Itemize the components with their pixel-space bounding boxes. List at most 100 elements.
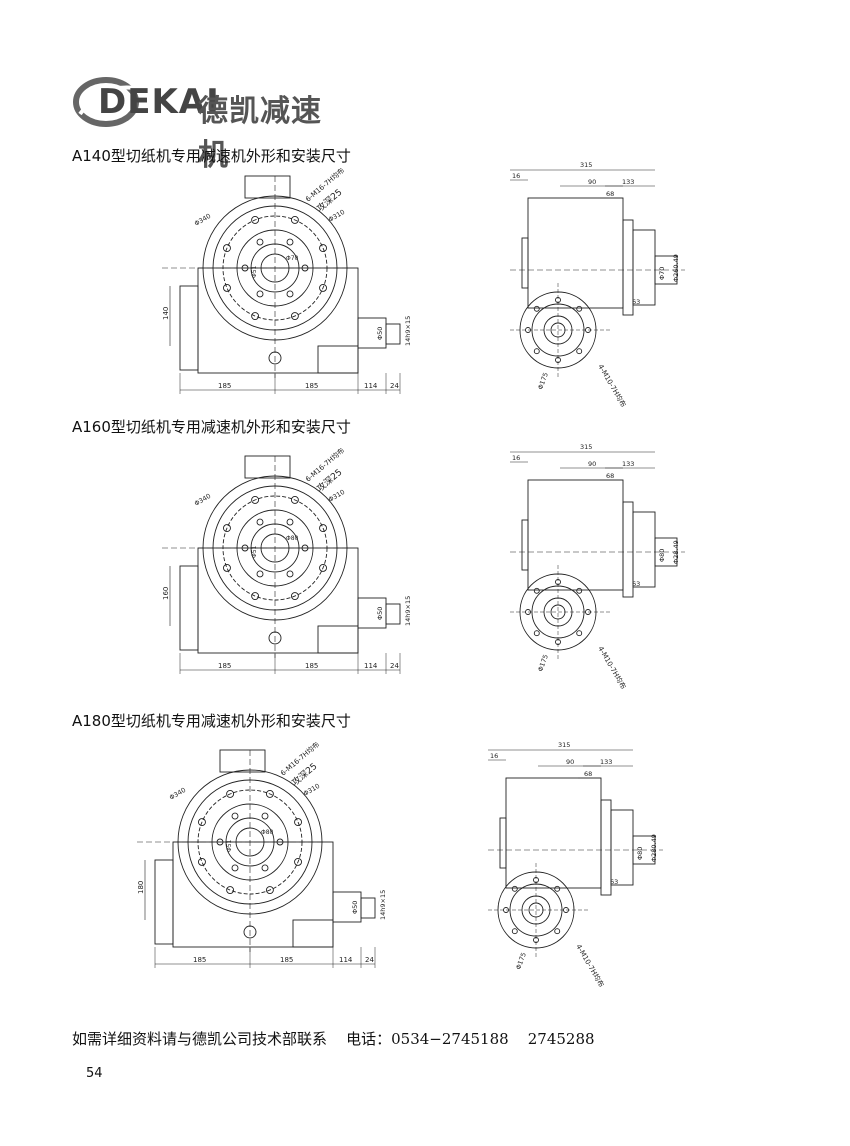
dim-label: 90 [588, 460, 596, 468]
drawing-rect [610, 809, 634, 886]
bolt-hole [223, 563, 231, 572]
dim-label: Φ50 [376, 607, 384, 620]
dim-label: 185 [218, 662, 231, 670]
drain-plug [268, 631, 282, 645]
dim-label: Φ50 [376, 327, 384, 340]
bolt-hole [511, 885, 518, 892]
bolt-hole [223, 244, 231, 253]
bolt-hole [226, 790, 235, 798]
dim-label: 114 [364, 662, 378, 670]
dim-label: 16 [512, 172, 520, 180]
dim-label: 160 [162, 587, 170, 600]
dim-label: 16 [512, 454, 520, 462]
dim-label: 14h9×15 [404, 596, 412, 626]
drawing-rect [527, 197, 624, 309]
bolt-hole [290, 216, 299, 224]
dim-label: 315 [580, 443, 592, 451]
company-logo: DEKAI 德凯减速机 [72, 74, 322, 173]
bolt-hole [576, 630, 583, 637]
bolt-hole [576, 587, 583, 594]
bolt-hole [294, 818, 302, 827]
phone-number-2: 2745288 [527, 1030, 595, 1048]
drawing-rect [527, 479, 624, 591]
drawing-rect [154, 859, 174, 945]
bolt-hole [533, 348, 540, 355]
dim-label: Φ310 [327, 488, 346, 504]
dim-label: Φ70 [286, 255, 299, 262]
bolt-hole [290, 496, 299, 504]
drawing-rect [385, 323, 401, 345]
bolt-hole [251, 592, 260, 600]
section-title-a180: A180型切纸机专用减速机外形和安装尺寸 [72, 712, 351, 730]
dim-label: 315 [580, 161, 592, 169]
bolt-hole [319, 524, 327, 533]
drawing-rect [292, 919, 334, 948]
dim-label: Φ340 [168, 786, 187, 802]
dim-label: Φ310 [327, 208, 346, 224]
thread-note: 4-M10-7H均布 [596, 645, 628, 691]
dim-label: Φ340 [193, 212, 212, 228]
phone-number: 0534−2745188 [391, 1030, 509, 1048]
tapped-hole [261, 812, 269, 820]
tapped-hole [231, 812, 239, 820]
dim-label: Φ80 [286, 535, 299, 542]
dim-label: 133 [622, 178, 634, 186]
dim-label: Φ51 [226, 839, 233, 852]
dim-label: 24 [390, 662, 399, 670]
dim-label: 90 [588, 178, 596, 186]
dim-label: 63 [632, 298, 640, 306]
logo-brand-text: DEKAI [98, 82, 220, 122]
dim-label: 185 [280, 956, 293, 964]
drawing-rect [521, 519, 529, 571]
bolt-hole [533, 587, 540, 594]
dim-label: 24 [390, 382, 399, 390]
thread-note: 4-M10-7H均布 [596, 363, 628, 409]
bolt-hole [198, 818, 206, 827]
dim-label: Φ175 [536, 653, 550, 672]
dim-label: 133 [622, 460, 634, 468]
bolt-hole [533, 305, 540, 312]
bolt-hole [290, 312, 299, 320]
dim-label: Φ80 [636, 847, 644, 860]
bolt-hole [533, 630, 540, 637]
dim-label: Φ175 [514, 951, 528, 970]
drawing-rect [360, 897, 376, 919]
bolt-hole [290, 592, 299, 600]
bolt-hole [319, 563, 327, 572]
thread-note: 4-M10-7H均布 [574, 943, 606, 989]
bolt-hole [251, 216, 260, 224]
dim-label: Φ340 [193, 492, 212, 508]
dim-label: 24 [365, 956, 374, 964]
tapped-hole [286, 238, 294, 246]
dim-label: Φ70 [658, 267, 666, 280]
dim-label: 180 [137, 881, 145, 894]
bolt-hole [294, 857, 302, 866]
drawing-rect [197, 267, 359, 374]
bolt-hole [319, 283, 327, 292]
section-title-a160: A160型切纸机专用减速机外形和安装尺寸 [72, 418, 351, 436]
dim-label: Φ51 [251, 265, 258, 278]
drain-plug [243, 925, 257, 939]
bolt-hole [511, 928, 518, 935]
dim-label: 133 [600, 758, 612, 766]
section-title-a140: A140型切纸机专用减速机外形和安装尺寸 [72, 147, 351, 165]
bolt-hole [319, 244, 327, 253]
bolt-hole [251, 496, 260, 504]
logo-swoosh-icon [73, 77, 139, 127]
tapped-hole [256, 238, 264, 246]
contact-text: 如需详细资料请与德凯公司技术部联系 [72, 1030, 328, 1048]
bolt-hole [576, 348, 583, 355]
dim-label: Φ280.49 [650, 834, 658, 862]
dim-label: 114 [339, 956, 353, 964]
dim-label: Φ260.49 [672, 254, 680, 282]
drawing-rect [219, 749, 266, 773]
drain-plug [268, 351, 282, 365]
drawing-rect [244, 175, 291, 199]
dim-label: Φ80 [658, 549, 666, 562]
drawing-rect [521, 237, 529, 289]
bolt-hole [198, 857, 206, 866]
